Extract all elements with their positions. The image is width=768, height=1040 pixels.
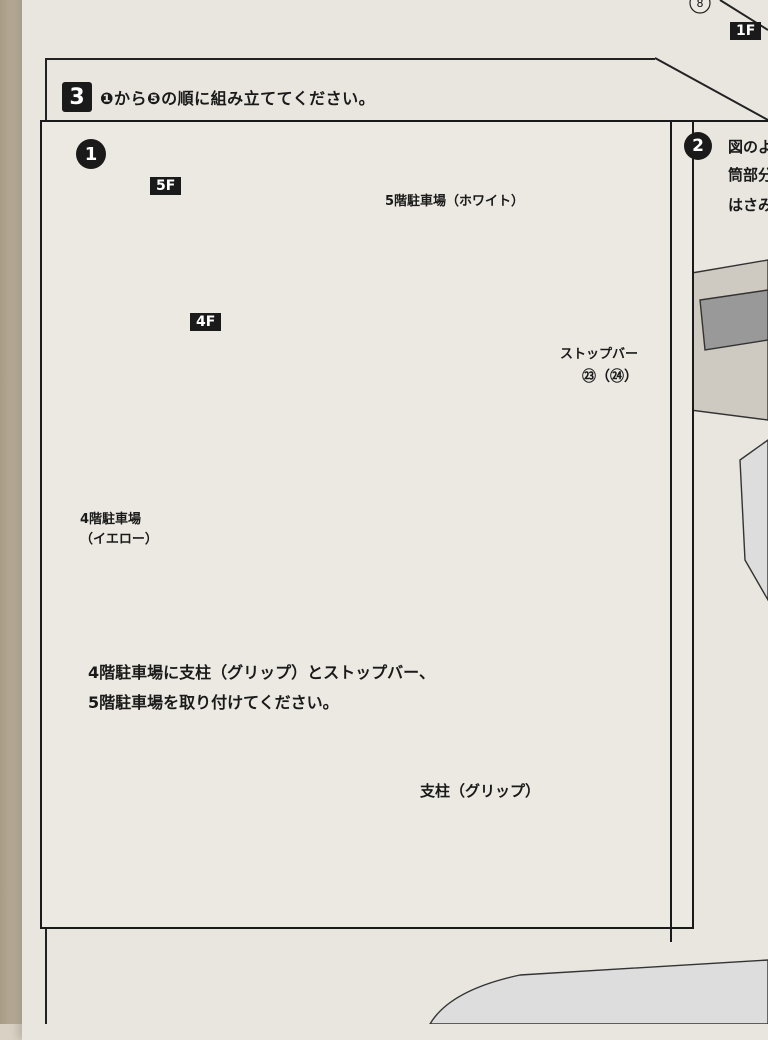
step-number: 3 — [62, 82, 92, 112]
label-stopper-bar: ストップバー — [560, 347, 639, 362]
panel-2-text-line-3: はさみ — [728, 196, 768, 214]
badge-1f: 1F — [730, 22, 762, 40]
panel-1: 1 — [40, 120, 694, 929]
instruction-line-1: 4階駐車場に支柱（グリップ）とストップバー、 — [88, 663, 435, 682]
step-instruction: ❶から❺の順に組み立ててください。 — [100, 89, 376, 108]
step-header: 3 ❶から❺の順に組み立ててください。 — [62, 82, 375, 112]
instruction-line-2: 5階駐車場を取り付けてください。 — [88, 693, 339, 712]
label-4f-parking-line1: 4階駐車場 — [80, 512, 142, 527]
label-pillar-grip: 支柱（グリップ） — [420, 782, 541, 800]
panel-1-instruction: 4階駐車場に支柱（グリップ）とストップバー、 5階駐車場を取り付けてください。 — [88, 658, 435, 718]
panel-1-number: 1 — [76, 139, 106, 169]
panel-2-number: 2 — [684, 132, 712, 160]
badge-5f: 5F — [150, 177, 182, 195]
badge-4f: 4F — [190, 313, 222, 331]
panel-2-text-line-1: 図のよ — [728, 138, 768, 156]
next-panel-illustration — [429, 259, 768, 1024]
part-8: 8 — [697, 0, 704, 10]
label-5f-parking: 5階駐車場（ホワイト） — [385, 194, 525, 209]
label-stopper-parts: ㉓（㉔） — [582, 369, 638, 385]
frame-top-rule — [45, 58, 655, 60]
panel-2-text-line-2: 筒部分 — [728, 166, 768, 184]
panel-2: 2 図のよ 筒部分 はさみ — [670, 120, 768, 942]
label-4f-parking-line2: （イエロー） — [80, 532, 158, 547]
